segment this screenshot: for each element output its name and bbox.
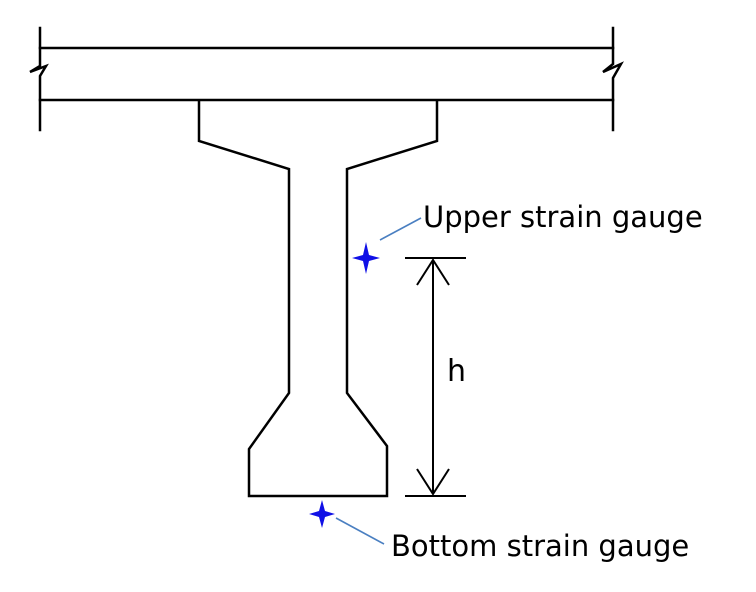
upper-gauge-label: Upper strain gauge xyxy=(423,200,703,234)
i-girder-outline xyxy=(197,99,439,498)
upper-strain-gauge: Upper strain gauge xyxy=(352,200,703,274)
bottom-gauge-label: Bottom strain gauge xyxy=(391,529,689,563)
height-dimension: h xyxy=(405,257,466,497)
bottom-gauge-marker-icon xyxy=(309,500,335,528)
upper-gauge-leader xyxy=(379,217,422,241)
height-label: h xyxy=(447,354,466,389)
upper-gauge-marker-icon xyxy=(352,242,380,274)
deck-slab xyxy=(29,26,624,132)
right-break-icon xyxy=(602,26,624,132)
dimension-top-arrow-icon xyxy=(416,258,450,286)
dimension-bottom-arrow-icon xyxy=(416,468,450,496)
bottom-gauge-leader xyxy=(335,517,385,545)
left-break-icon xyxy=(29,26,49,132)
bottom-strain-gauge: Bottom strain gauge xyxy=(309,500,689,563)
